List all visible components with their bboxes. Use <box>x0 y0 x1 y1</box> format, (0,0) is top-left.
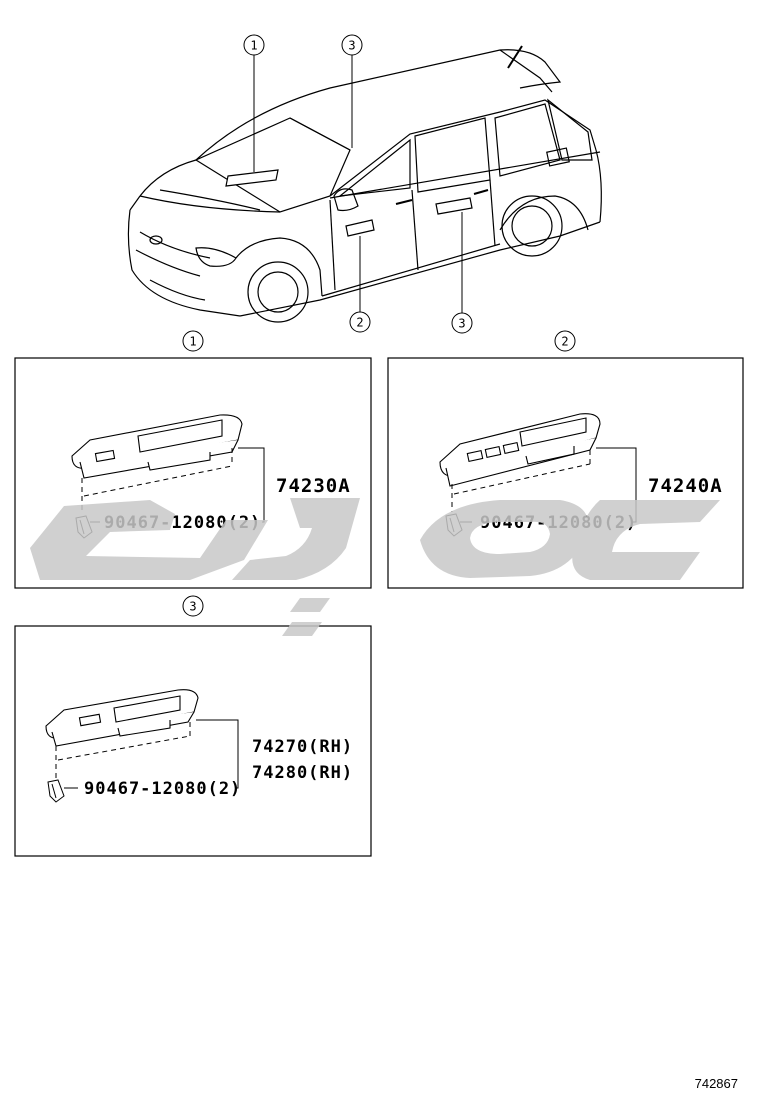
callout-3-car: 3 <box>451 312 473 334</box>
svg-text:3: 3 <box>189 600 196 614</box>
part-number-main-a: 74270(RH) <box>252 737 353 757</box>
callout-leaders <box>253 55 463 313</box>
svg-text:1: 1 <box>189 335 196 349</box>
part-number-main: 74230A <box>276 475 351 497</box>
svg-text:3: 3 <box>458 317 465 331</box>
switch-bezel-74270-74280 <box>45 689 199 747</box>
svg-text:2: 2 <box>561 335 568 349</box>
svg-text:2: 2 <box>356 316 363 330</box>
watermark-logo <box>30 498 720 636</box>
part-number-clip: 90467-12080(2) <box>84 779 241 799</box>
switch-bezel-74240A <box>439 413 601 487</box>
part-number-main-b: 74280(RH) <box>252 763 353 783</box>
callout-3-top: 3 <box>341 34 363 56</box>
switch-bezel-74230A <box>71 414 243 479</box>
retaining-clip <box>47 779 65 803</box>
panel-3: 74270(RH) 74280(RH) 90467-12080(2) <box>14 625 372 857</box>
panel-3-callout: 3 <box>182 595 204 617</box>
panel-1-callout: 1 <box>182 330 204 352</box>
svg-text:3: 3 <box>348 39 355 53</box>
panel-2-callout: 2 <box>554 330 576 352</box>
part-number-main: 74240A <box>648 475 723 497</box>
diagram-id: 742867 <box>695 1076 738 1091</box>
callout-1-top: 1 <box>243 34 265 56</box>
callout-2-car: 2 <box>349 311 371 333</box>
vehicle-illustration <box>127 45 602 323</box>
svg-text:1: 1 <box>250 39 257 53</box>
